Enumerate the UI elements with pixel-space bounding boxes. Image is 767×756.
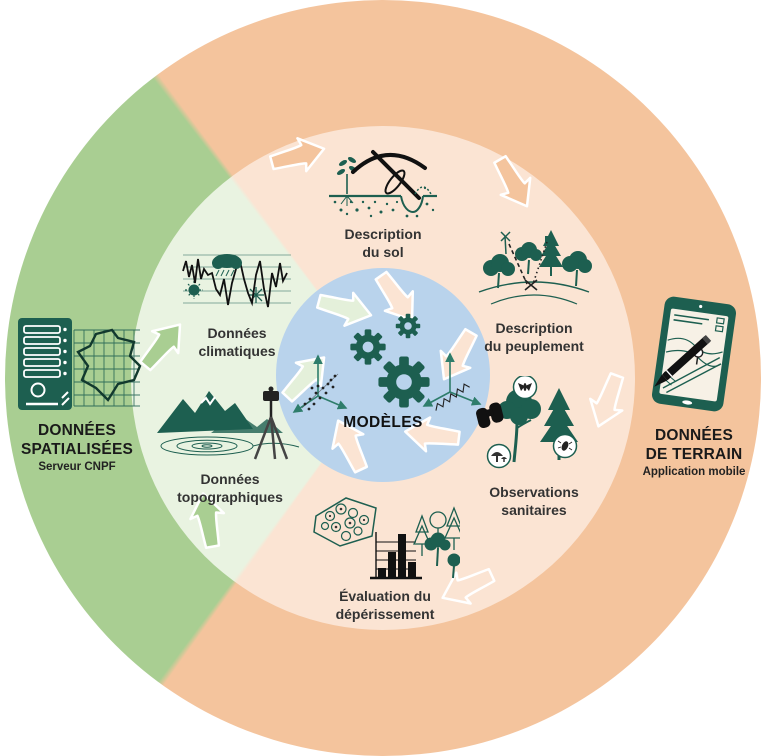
source-title: DONNÉES xyxy=(37,422,117,439)
station-soil: Description du sol xyxy=(308,136,458,261)
source-spatial-data: DONNÉES SPATIALISÉES Serveur CNPF xyxy=(10,314,144,473)
theodolite-icon xyxy=(253,386,289,460)
station-label: du peuplement xyxy=(484,337,584,354)
station-label: du sol xyxy=(362,243,404,260)
forest-stand-icon xyxy=(478,230,592,305)
station-label: climatiques xyxy=(198,342,276,359)
station-label: Description xyxy=(495,320,573,336)
server-map-icon xyxy=(18,318,142,410)
soil-pickaxe-icon xyxy=(329,150,437,218)
station-label: Description xyxy=(344,226,422,242)
station-label: Observations xyxy=(489,484,579,500)
station-climate: Données climatiques xyxy=(167,249,307,360)
station-label: dépérissement xyxy=(335,605,435,622)
server-tower-icon xyxy=(18,318,72,410)
climate-graph-icon xyxy=(182,254,291,308)
gears-axes-icon xyxy=(292,313,482,413)
source-subtitle: Application mobile xyxy=(642,466,746,479)
station-dieback: Évaluation du dépérissement xyxy=(300,486,470,623)
curve-axes-icon xyxy=(422,352,482,411)
source-field-data: DONNÉES DE TERRAIN Application mobile xyxy=(620,296,767,478)
source-title: DE TERRAIN xyxy=(645,446,743,464)
rain-cloud-icon xyxy=(212,254,242,277)
station-topographic: Données topographiques xyxy=(145,383,315,506)
binoculars-trees-icon xyxy=(476,376,578,469)
station-label: sanitaires xyxy=(501,501,567,518)
france-map-outline xyxy=(76,328,142,402)
models-label: MODÈLES xyxy=(343,414,423,431)
plot-barchart-trees-icon xyxy=(313,497,460,580)
station-label: Données xyxy=(207,325,267,341)
tablet-pencil-icon xyxy=(651,296,737,412)
station-health: Observations sanitaires xyxy=(454,376,614,519)
pencil-icon xyxy=(654,334,712,387)
scatter-axes-icon xyxy=(292,354,348,413)
station-stand: Description du peuplement xyxy=(454,218,614,355)
source-title: SPATIALISÉES xyxy=(20,441,134,459)
source-title: DONNÉES xyxy=(654,427,734,444)
binoculars-icon xyxy=(476,402,504,429)
station-label: Évaluation du xyxy=(339,588,431,604)
station-label: topographiques xyxy=(177,488,283,505)
mountains-theodolite-icon xyxy=(157,386,300,460)
bar-chart-icon xyxy=(370,532,422,580)
station-label: Données xyxy=(200,471,260,487)
source-subtitle: Serveur CNPF xyxy=(38,461,116,474)
